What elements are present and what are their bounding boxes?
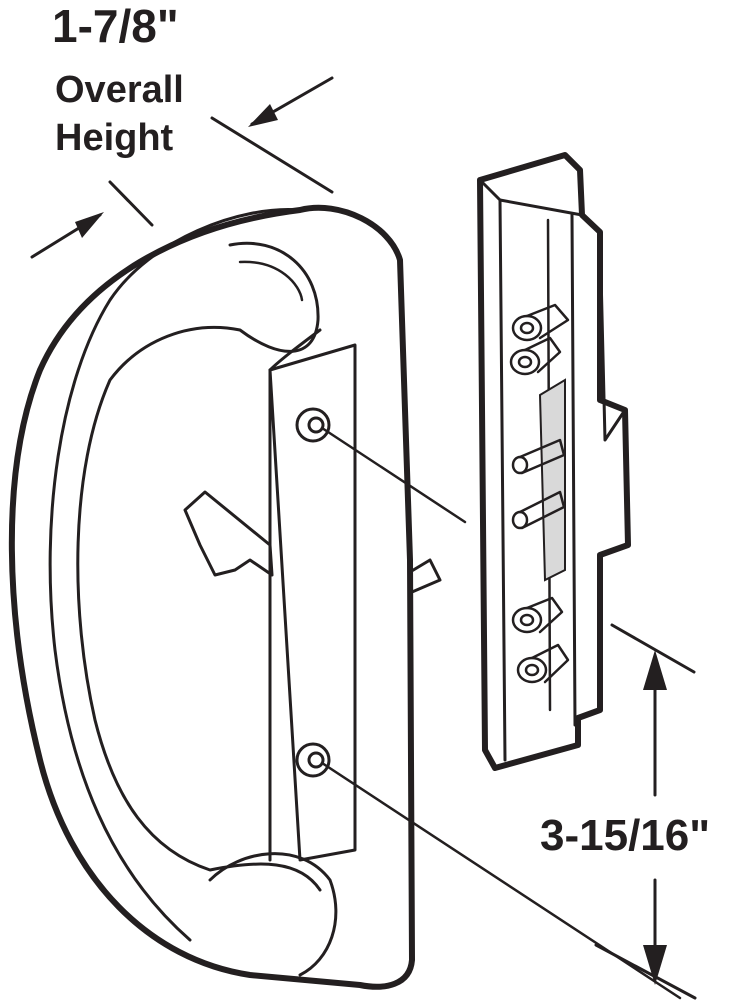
latch-plate	[477, 152, 631, 771]
width-caption-line2: Height	[55, 117, 174, 159]
length-dimension-label: 3-15/16"	[540, 811, 710, 860]
width-caption-line1: Overall	[55, 69, 184, 111]
width-dimension-arrows	[30, 76, 334, 259]
handle-body	[8, 204, 442, 990]
length-dimension-arrows	[594, 623, 697, 1000]
width-dimension-label: 1-7/8"	[52, 0, 179, 52]
